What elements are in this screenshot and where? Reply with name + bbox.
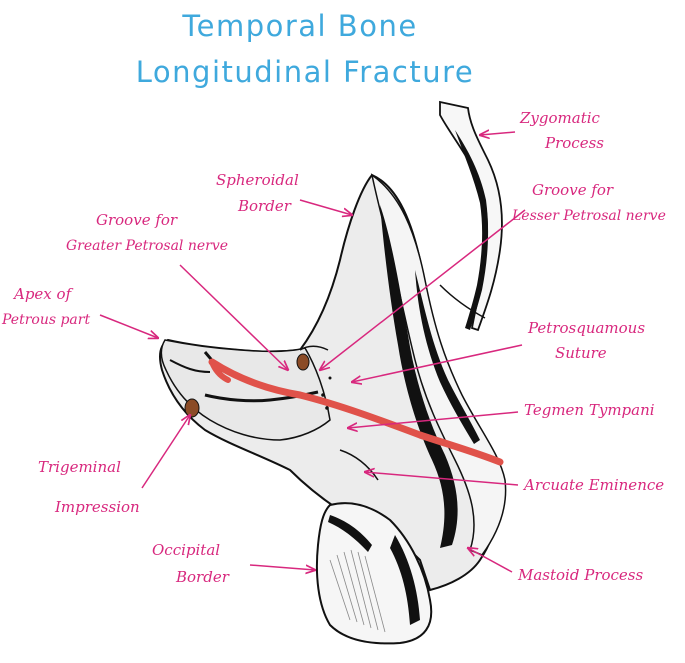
label-zygomatic-line2: Process [544, 134, 604, 152]
label-apex-line2: Petrous part [1, 312, 90, 328]
label-groove-greater-line2: Greater Petrosal nerve [66, 238, 228, 254]
petrous-ridge [169, 359, 211, 373]
zygomatic-process [439, 100, 503, 332]
arrow-apex [99, 314, 158, 338]
groove-contour [299, 345, 329, 351]
fracture-line [208, 358, 504, 466]
labels: Zygomatic Process Spheroidal Border Groo… [1, 109, 666, 586]
zygomatic-root [439, 284, 486, 319]
trigeminal-impression-spot [184, 398, 200, 418]
label-trigeminal-line2: Impression [54, 498, 140, 516]
mastoid-dark-band-2 [328, 515, 372, 552]
arrow-groove-greater [179, 264, 288, 370]
groove-dot-3 [328, 376, 332, 380]
label-apex-line1: Apex of [12, 285, 74, 303]
label-sphenoidal-line1: Spheroidal [216, 171, 299, 189]
greater-petrosal-impression [296, 353, 310, 371]
temporal-bone-illustration [159, 100, 507, 645]
mastoid-hatching [329, 549, 386, 633]
label-occipital-line1: Occipital [152, 541, 220, 559]
groove-dot-1 [321, 393, 325, 397]
zygomatic-dark-edge [455, 130, 489, 330]
mastoid-process-shape [315, 502, 433, 645]
arrow-arcuate [365, 472, 519, 486]
arrow-tegmen [348, 411, 519, 428]
label-petrosquamous-line2: Suture [555, 344, 607, 362]
groove-dot-2 [325, 406, 329, 410]
label-zygomatic-line1: Zygomatic [519, 109, 601, 127]
mastoid-dark-band [390, 535, 420, 625]
arrow-zygomatic [480, 132, 516, 135]
label-sphenoidal-line2: Border [237, 197, 292, 215]
label-petrosquamous-line1: Petrosquamous [527, 319, 645, 337]
leader-arrows [99, 132, 526, 573]
arrow-sphenoidal [299, 199, 352, 215]
label-groove-lesser-line2: Lesser Petrosal nerve [511, 208, 666, 224]
title-line-1: Temporal Bone [181, 9, 417, 43]
arcuate-eminence-contour [339, 449, 379, 481]
label-mastoid: Mastoid Process [517, 566, 643, 584]
arrow-petrosquamous [352, 344, 523, 382]
arrow-trigeminal [141, 415, 190, 489]
fracture-start [209, 359, 231, 383]
label-groove-lesser-line1: Groove for [532, 181, 614, 199]
arrow-groove-lesser [320, 209, 526, 370]
label-tegmen: Tegmen Tympani [524, 401, 655, 419]
label-trigeminal-line1: Trigeminal [38, 458, 121, 476]
arrow-mastoid [468, 548, 513, 573]
title-line-2: Longitudinal Fracture [136, 55, 474, 89]
label-arcuate: Arcuate Eminence [522, 476, 664, 494]
label-groove-greater-line1: Groove for [96, 211, 178, 229]
squamous-dark-band [380, 205, 458, 548]
label-occipital-line2: Border [175, 568, 230, 586]
arrow-occipital [249, 564, 315, 570]
